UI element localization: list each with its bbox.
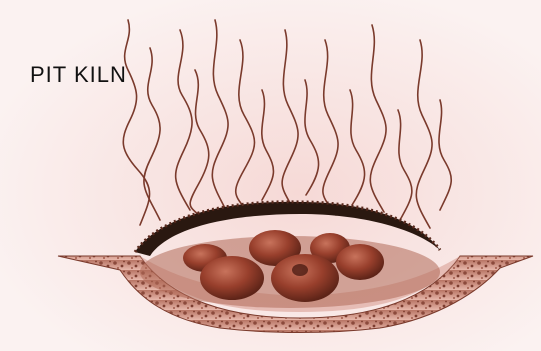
diagram-title: PIT KILN [30, 62, 127, 88]
pot [200, 256, 264, 300]
pot [271, 254, 339, 302]
pot [336, 244, 384, 280]
